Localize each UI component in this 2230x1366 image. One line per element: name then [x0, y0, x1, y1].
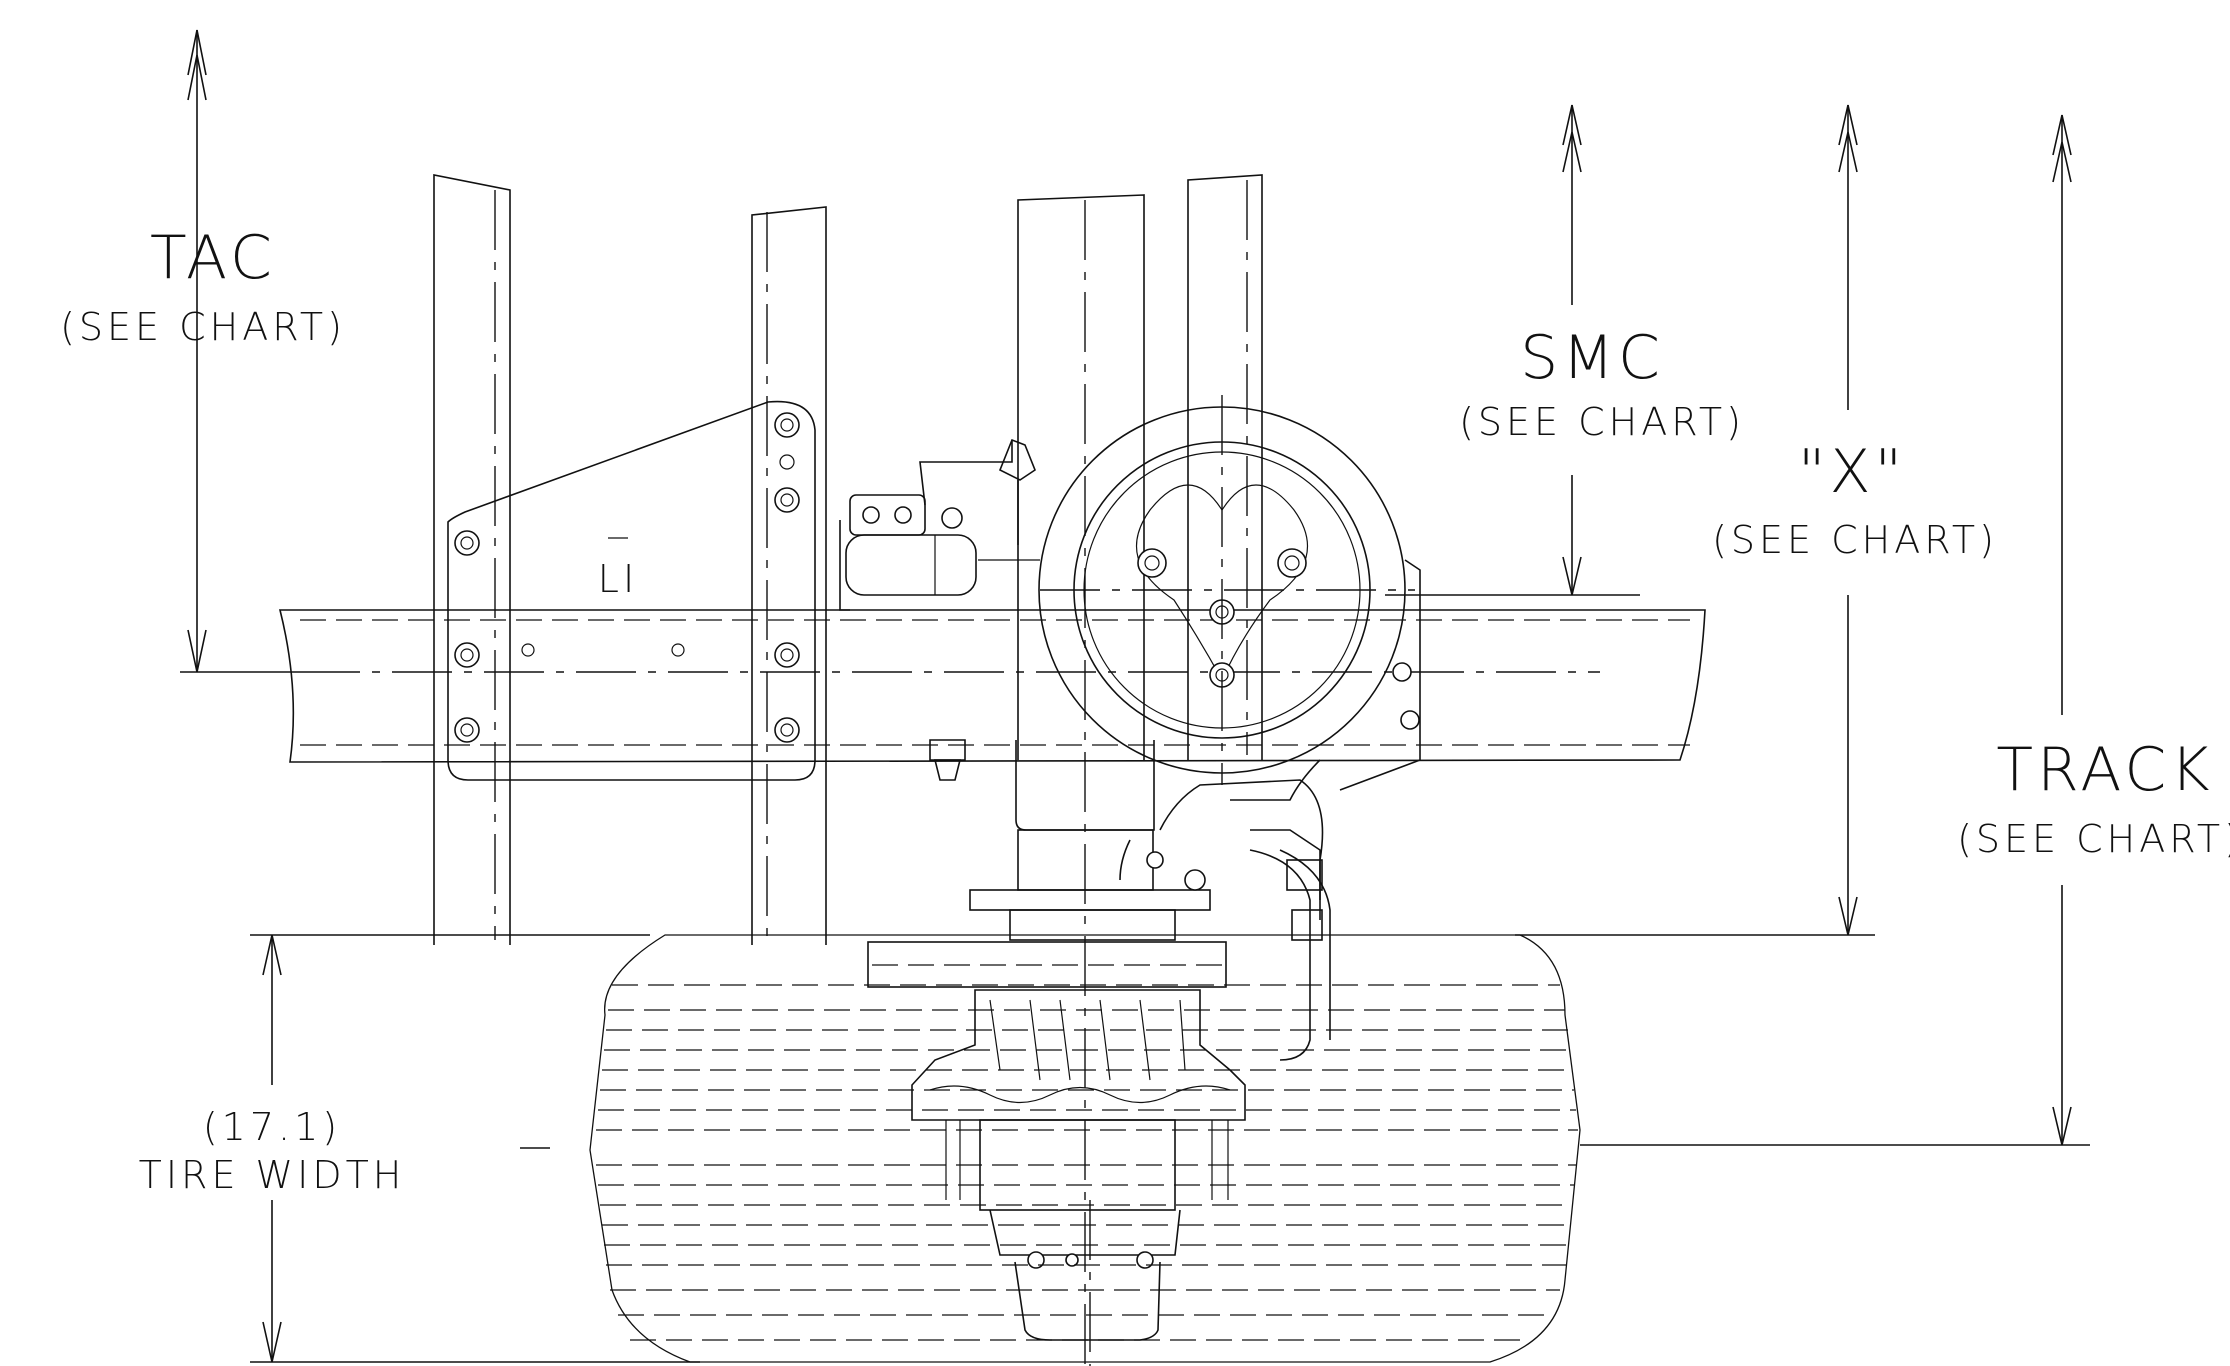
- brake-fittings: [1230, 559, 1421, 801]
- x-note: (SEE CHART): [1712, 518, 1998, 562]
- x-title: "X": [1798, 437, 1906, 507]
- smc-title: SMC: [1520, 323, 1664, 393]
- tire-width-value: (17.1): [203, 1105, 341, 1149]
- tac-title: TAC: [150, 223, 276, 293]
- x-dimension-line: [1515, 104, 1875, 936]
- tac-note: (SEE CHART): [60, 305, 346, 349]
- tire-width-dimension-line: [250, 934, 700, 1363]
- track-dimension-line: [1580, 114, 2090, 1146]
- brake-drum: [1038, 395, 1415, 785]
- tire-width-label: TIRE WIDTH: [139, 1153, 406, 1197]
- smc-note: (SEE CHART): [1459, 400, 1745, 444]
- center-mark-label: LI: [598, 557, 638, 601]
- track-note: (SEE CHART): [1957, 817, 2230, 861]
- track-title: TRACK: [1996, 735, 2213, 805]
- height-control-valve: [839, 438, 1036, 611]
- frame-rails: [433, 174, 1263, 1366]
- smc-dimension-line: [1385, 104, 1640, 596]
- axle-beam: [278, 609, 1706, 763]
- wheel-hub: [867, 941, 1246, 1366]
- hanger-bracket: [447, 400, 816, 781]
- tac-dimension-line: [180, 29, 300, 673]
- tire-tread: [596, 984, 1578, 1341]
- bracket-bolts: [454, 412, 800, 743]
- steering-knuckle: [929, 739, 1331, 1061]
- air-spring: [845, 534, 1040, 596]
- tire: [589, 934, 1581, 1363]
